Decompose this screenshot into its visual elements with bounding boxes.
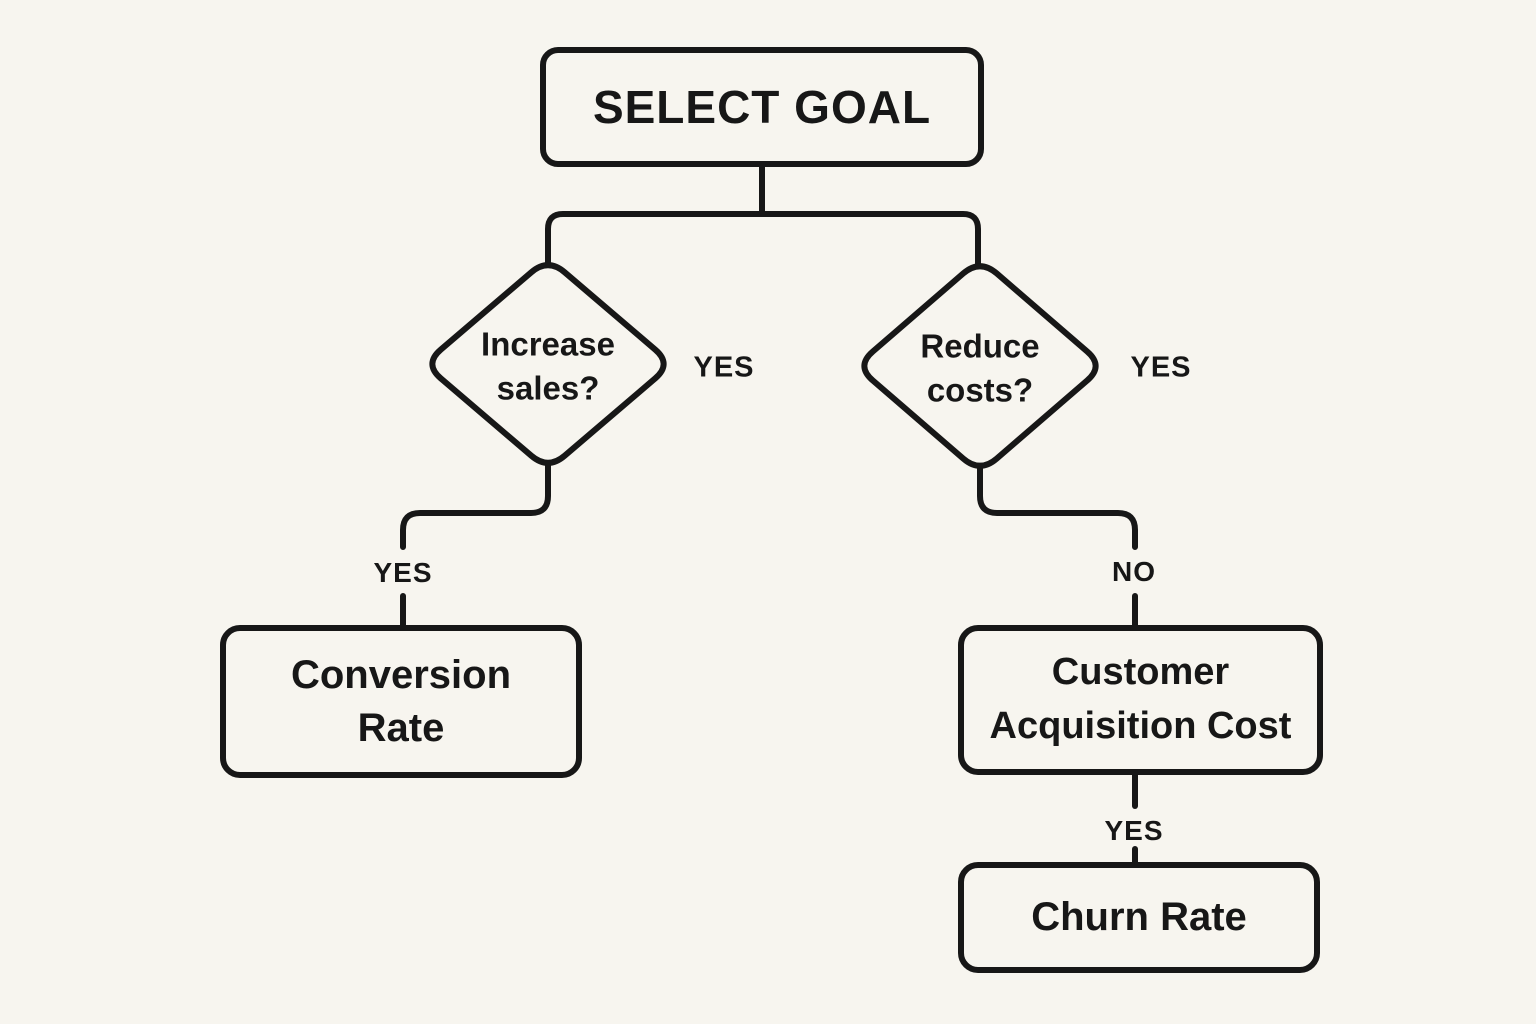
diamond-reduce-costs: [861, 263, 1099, 469]
node-select-goal-label: SELECT GOAL: [592, 80, 932, 133]
edge-label-churn-branch-yes: YES: [1104, 815, 1164, 846]
edge-increase-to-yes: [400, 455, 551, 550]
edge-label-cac-branch-no: NO: [1112, 556, 1156, 587]
edge-branch-bar: [545, 211, 981, 275]
edge-label-reduce-costs-yes: YES: [1130, 351, 1192, 384]
diamond-increase-sales: [429, 262, 667, 466]
edge-reduce-to-no: [977, 457, 1138, 550]
node-increase-sales-label: Increase sales?: [481, 325, 615, 406]
node-select-goal: SELECT GOAL: [540, 47, 984, 167]
node-reduce-costs-label: Reduce costs?: [920, 327, 1040, 408]
edge-label-increase-sales-yes: YES: [693, 351, 755, 384]
edge-label-conversion-branch-yes: YES: [373, 557, 433, 588]
node-conversion-rate-label: Conversion Rate: [290, 652, 512, 750]
node-churn-rate-label: Churn Rate: [1031, 895, 1247, 940]
node-customer-acquisition-cost-label: Customer Acquisition Cost: [989, 651, 1292, 747]
node-conversion-rate: Conversion Rate: [220, 625, 582, 778]
node-customer-acquisition-cost: Customer Acquisition Cost: [958, 625, 1323, 775]
node-churn-rate: Churn Rate: [958, 862, 1320, 973]
